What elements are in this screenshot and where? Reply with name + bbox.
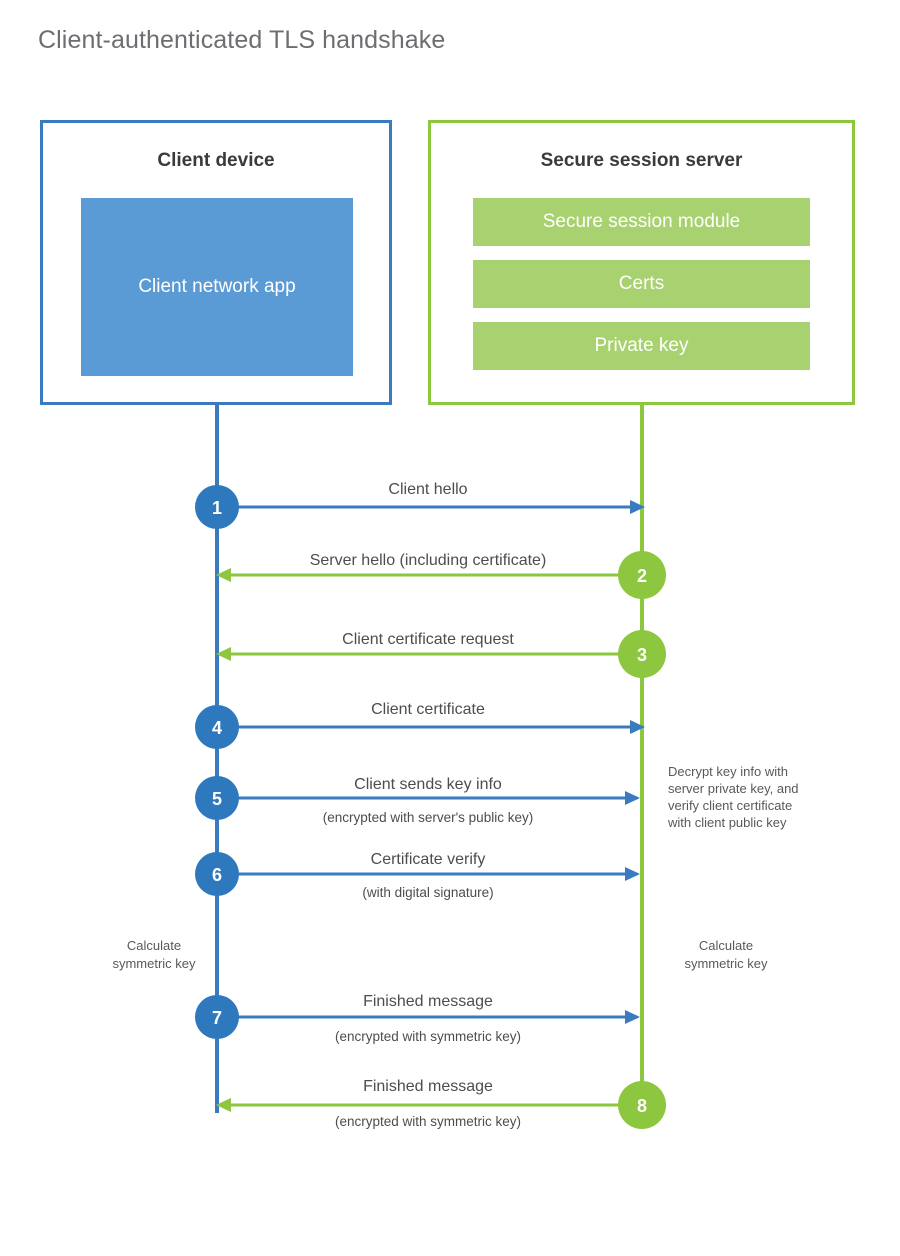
step-2-arrowhead xyxy=(216,568,231,582)
client-device-box: Client device Client network app xyxy=(40,120,392,405)
step-1-label: Client hello xyxy=(388,481,467,498)
step-7-number: 7 xyxy=(212,1008,222,1028)
step-8-label: Finished message xyxy=(363,1078,493,1095)
step-3-group: Client certificate request 3 xyxy=(216,630,666,678)
step-1-group: Client hello 1 xyxy=(195,481,645,529)
step-2-badge xyxy=(618,551,666,599)
step-8-arrowhead xyxy=(216,1098,231,1112)
svg-text:Calculate: Calculate xyxy=(127,938,181,953)
step-7-group: Finished message (encrypted with symmetr… xyxy=(195,993,640,1044)
svg-text:server private key, and: server private key, and xyxy=(668,781,799,796)
step-1-badge xyxy=(195,485,239,529)
step-6-label: Certificate verify xyxy=(371,851,486,868)
secure-session-server-box: Secure session server Secure session mod… xyxy=(428,120,855,405)
svg-text:symmetric key: symmetric key xyxy=(684,956,768,971)
svg-text:with client public key: with client public key xyxy=(667,815,787,830)
step-5-sublabel: (encrypted with server's public key) xyxy=(323,810,533,825)
step-8-group: Finished message (encrypted with symmetr… xyxy=(216,1078,666,1129)
client-calculate-note: Calculate symmetric key xyxy=(112,938,196,971)
svg-text:Decrypt key info with: Decrypt key info with xyxy=(668,764,788,779)
step-6-sublabel: (with digital signature) xyxy=(362,885,493,900)
step-8-sublabel: (encrypted with symmetric key) xyxy=(335,1114,521,1129)
step-2-label: Server hello (including certificate) xyxy=(310,552,547,569)
server-module-list: Secure session module Certs Private key xyxy=(473,198,810,370)
step-3-badge xyxy=(618,630,666,678)
step-6-badge xyxy=(195,852,239,896)
step-5-badge xyxy=(195,776,239,820)
server-decrypt-note: Decrypt key info with server private key… xyxy=(667,764,799,830)
svg-text:Calculate: Calculate xyxy=(699,938,753,953)
page-title: Client-authenticated TLS handshake xyxy=(38,26,446,54)
client-device-title: Client device xyxy=(157,150,275,171)
step-3-arrowhead xyxy=(216,647,231,661)
step-6-arrowhead xyxy=(625,867,640,881)
step-3-label: Client certificate request xyxy=(342,631,514,648)
step-4-badge xyxy=(195,705,239,749)
step-7-arrowhead xyxy=(625,1010,640,1024)
step-2-number: 2 xyxy=(637,566,647,586)
step-6-number: 6 xyxy=(212,865,222,885)
svg-text:symmetric key: symmetric key xyxy=(112,956,196,971)
step-5-label: Client sends key info xyxy=(354,776,502,793)
server-calculate-note: Calculate symmetric key xyxy=(684,938,768,971)
step-5-number: 5 xyxy=(212,789,222,809)
server-module-certs: Certs xyxy=(473,260,810,308)
step-4-number: 4 xyxy=(212,718,222,738)
step-7-label: Finished message xyxy=(363,993,493,1010)
step-8-badge xyxy=(618,1081,666,1129)
step-2-group: Server hello (including certificate) 2 xyxy=(216,551,666,599)
step-7-sublabel: (encrypted with symmetric key) xyxy=(335,1029,521,1044)
svg-text:verify client certificate: verify client certificate xyxy=(668,798,792,813)
step-5-arrowhead xyxy=(625,791,640,805)
step-4-arrowhead xyxy=(630,720,645,734)
client-network-app-block: Client network app xyxy=(81,198,353,376)
step-7-badge xyxy=(195,995,239,1039)
server-module-secure-session-module: Secure session module xyxy=(473,198,810,246)
step-6-group: Certificate verify (with digital signatu… xyxy=(195,851,640,900)
step-1-number: 1 xyxy=(212,498,222,518)
server-module-private-key: Private key xyxy=(473,322,810,370)
step-5-group: Client sends key info (encrypted with se… xyxy=(195,776,640,825)
secure-session-server-title: Secure session server xyxy=(540,150,743,171)
step-8-number: 8 xyxy=(637,1096,647,1116)
step-4-group: Client certificate 4 xyxy=(195,701,645,749)
step-4-label: Client certificate xyxy=(371,701,485,718)
step-3-number: 3 xyxy=(637,645,647,665)
step-1-arrowhead xyxy=(630,500,645,514)
